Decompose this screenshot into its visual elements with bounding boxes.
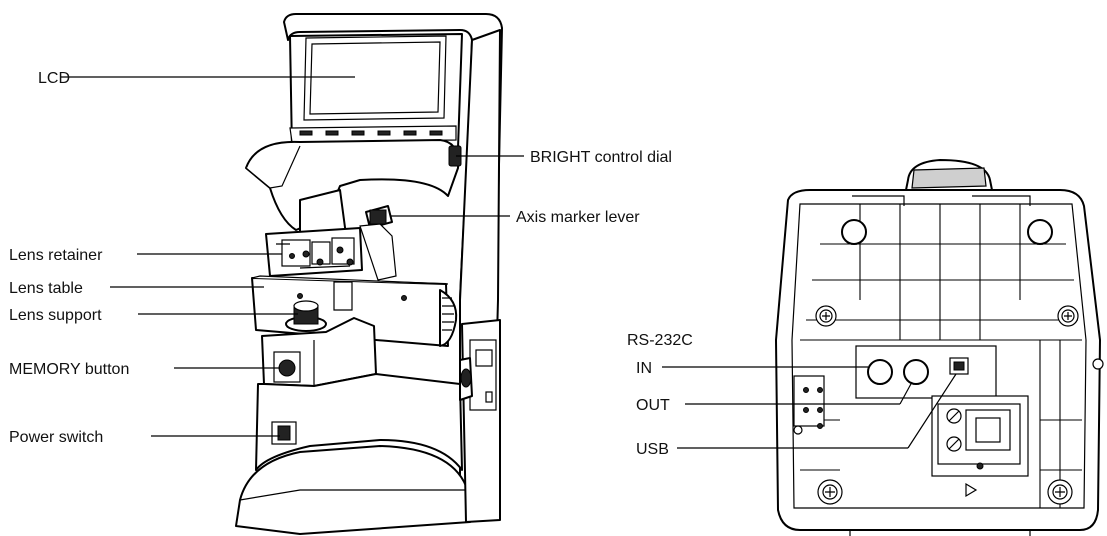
memory-button[interactable] [278, 359, 296, 377]
label-usb: USB [636, 441, 669, 458]
front-view-device [235, 13, 503, 535]
rear-view-device [775, 159, 1104, 536]
label-bright-control-dial: BRIGHT control dial [530, 149, 672, 166]
label-axis-marker-lever: Axis marker lever [516, 209, 640, 226]
label-memory-button: MEMORY button [9, 361, 129, 378]
rear-leader-lines [662, 366, 957, 449]
label-lcd: LCD [38, 70, 70, 87]
front-leader-lines [60, 76, 524, 437]
rs232c-out-port[interactable] [903, 359, 929, 385]
lens-support[interactable] [285, 281, 353, 332]
label-rs232c: RS-232C [627, 332, 693, 349]
label-lens-table: Lens table [9, 280, 83, 297]
label-out: OUT [636, 397, 670, 414]
label-power-switch: Power switch [9, 429, 103, 446]
rs232c-in-port[interactable] [867, 359, 893, 385]
power-switch[interactable] [277, 425, 291, 441]
label-in: IN [636, 360, 652, 377]
label-lens-retainer: Lens retainer [9, 247, 103, 264]
label-lens-support: Lens support [9, 307, 102, 324]
lens-retainer[interactable] [265, 227, 363, 277]
